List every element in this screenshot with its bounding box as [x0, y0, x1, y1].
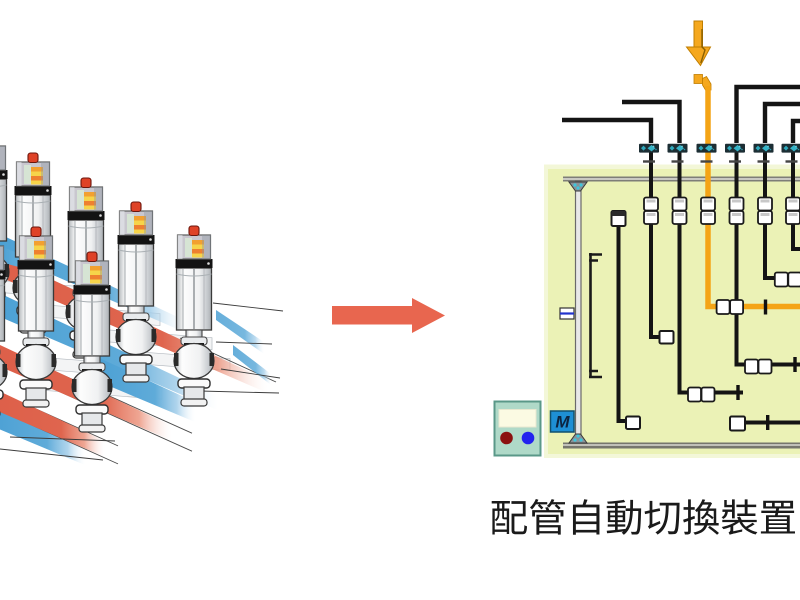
- svg-text:M: M: [555, 413, 570, 432]
